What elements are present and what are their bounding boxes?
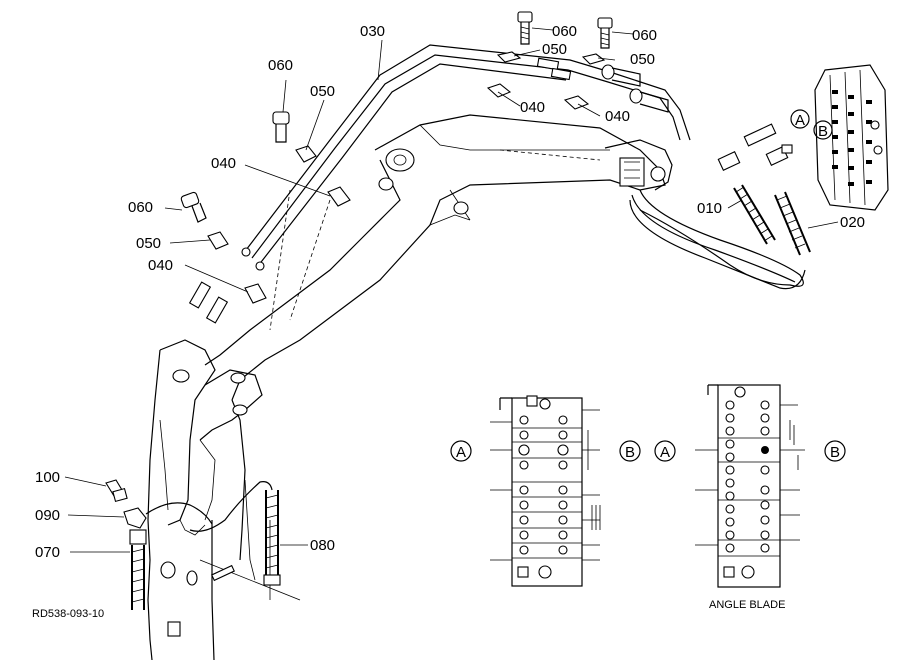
label-040-left-lower: 040 [148, 257, 173, 274]
diagram-code: RD538-093-10 [32, 608, 104, 620]
port-detail-angle-blade [695, 384, 805, 588]
port-marker-b-top [813, 120, 833, 140]
hydraulic-pipes [241, 44, 691, 331]
port-marker-a-right [654, 440, 676, 462]
leader-lines [64, 27, 839, 553]
label-060-left-upper: 060 [268, 57, 293, 74]
hoses-to-valve [629, 123, 811, 290]
label-010: 010 [697, 200, 722, 217]
label-060-top-right: 060 [632, 27, 657, 44]
label-060-left-lower: 060 [128, 199, 153, 216]
label-020: 020 [840, 214, 865, 231]
port-marker-a-top [790, 109, 810, 129]
angle-port-rows-right [760, 400, 770, 553]
label-090: 090 [35, 507, 60, 524]
label-070: 070 [35, 544, 60, 561]
label-060-top-left: 060 [552, 23, 577, 40]
control-valve [814, 64, 889, 211]
port-rows-left [518, 415, 530, 555]
port-markers: A B A B A B [450, 109, 846, 462]
port-marker-a-mid [450, 440, 472, 462]
label-080: 080 [310, 537, 335, 554]
label-100: 100 [35, 469, 60, 486]
caption-angle-blade: ANGLE BLADE [709, 599, 785, 611]
label-050-left-upper: 050 [310, 83, 335, 100]
label-050-left-lower: 050 [136, 235, 161, 252]
label-050-top-right: 050 [630, 51, 655, 68]
port-marker-b-mid-label: B [625, 444, 635, 461]
bolts-060 [180, 11, 613, 223]
label-040-top-right: 040 [605, 108, 630, 125]
fittings-near-arm [188, 64, 669, 324]
port-detail-standard [490, 395, 601, 587]
label-040-top-left: 040 [520, 99, 545, 116]
port-marker-b-right-label: B [830, 444, 840, 461]
label-040-left-upper: 040 [211, 155, 236, 172]
port-marker-a-right-label: A [660, 444, 670, 461]
port-marker-b-right [824, 440, 846, 462]
label-030: 030 [360, 23, 385, 40]
port-marker-b-top-label: B [818, 123, 828, 140]
port-rows-right [557, 415, 569, 555]
part-labels: 030 060 060 050 050 040 040 060 050 040 … [35, 23, 865, 561]
port-marker-b-mid [619, 440, 641, 462]
label-050-top-left: 050 [542, 41, 567, 58]
lower-hoses [105, 479, 281, 610]
hose-020-coil [774, 191, 811, 256]
boom-arm-drawing [147, 114, 673, 661]
port-marker-a-top-label: A [795, 112, 805, 129]
port-marker-a-mid-label: A [456, 444, 466, 461]
clamp-blocks [207, 51, 606, 304]
angle-port-rows-left [725, 400, 735, 553]
hose-010-coil [733, 184, 776, 245]
